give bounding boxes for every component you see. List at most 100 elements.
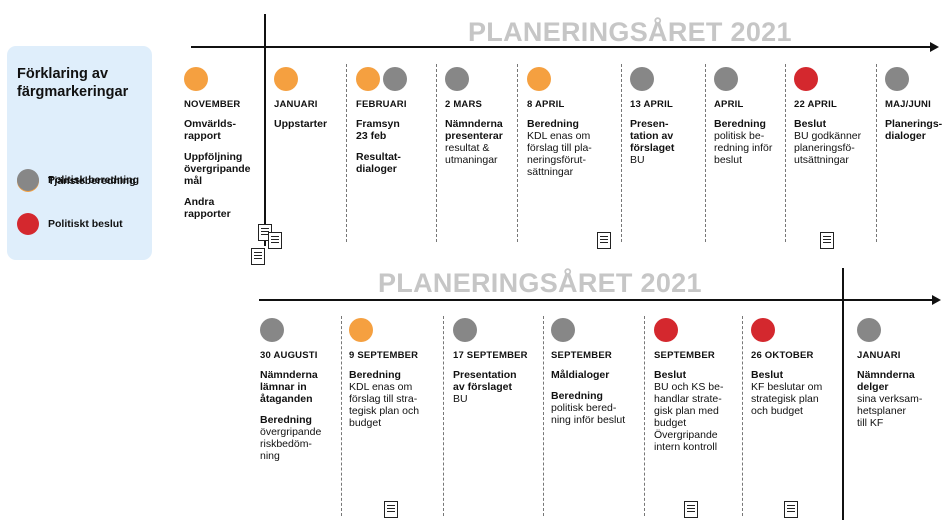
column-separator <box>346 64 347 242</box>
status-dot-tjanste <box>349 318 373 342</box>
status-dot-tjanste <box>356 67 380 91</box>
event-heading: Nämnderna delger <box>857 369 915 393</box>
event-block: Andra rapporter <box>184 196 251 220</box>
status-dots <box>274 67 327 92</box>
status-dot-tjanste <box>527 67 551 91</box>
top-year-divider <box>264 14 266 246</box>
status-dot-beslut <box>751 318 775 342</box>
column-date: 17 SEPTEMBER <box>453 350 528 361</box>
column-date: APRIL <box>714 99 744 110</box>
bottom-timeline-title: PLANERINGSÅRET 2021 <box>378 268 702 298</box>
column-separator <box>443 316 444 516</box>
event-heading: Presentation av förslaget <box>453 369 517 393</box>
document-icon <box>268 232 282 249</box>
event-block: Nämnderna lämnar in åtaganden <box>260 369 321 405</box>
event-heading: Beredning <box>551 390 603 402</box>
document-icon <box>684 501 698 518</box>
event-heading: Beslut <box>794 118 827 130</box>
status-dot-beslut <box>794 67 818 91</box>
status-dots <box>356 67 407 92</box>
event-heading: Beslut <box>751 369 784 381</box>
status-dot-politisk <box>383 67 407 91</box>
column-date: 30 AUGUSTI <box>260 350 318 361</box>
status-dots <box>654 318 723 343</box>
status-dots <box>445 67 503 92</box>
status-dots <box>794 67 861 92</box>
event-heading: Måldialoger <box>551 369 610 381</box>
document-icon <box>384 501 398 518</box>
status-dots <box>714 67 772 92</box>
status-dot-tjanste <box>274 67 298 91</box>
event-block: Uppstarter <box>274 118 327 130</box>
status-dots <box>184 67 251 92</box>
document-icon <box>820 232 834 249</box>
column-date: SEPTEMBER <box>551 350 612 361</box>
column-separator <box>436 64 437 242</box>
event-description: BU <box>453 393 468 405</box>
legend-item-politisk: Politisk beredning <box>17 169 143 191</box>
event-block: Omvärlds- rapport <box>184 118 251 142</box>
event-heading: Beredning <box>714 118 766 130</box>
status-dot-politisk <box>857 318 881 342</box>
status-dot-politisk <box>885 67 909 91</box>
event-description: BU <box>630 154 645 166</box>
document-icon <box>597 232 611 249</box>
column-date: 26 OKTOBER <box>751 350 814 361</box>
column-date: 13 APRIL <box>630 99 673 110</box>
event-heading: Beredning <box>349 369 401 381</box>
column-date: SEPTEMBER <box>654 350 715 361</box>
event-description: resultat & utmaningar <box>445 142 498 166</box>
status-dot-politisk <box>445 67 469 91</box>
column-separator <box>742 316 743 516</box>
column-separator <box>517 64 518 242</box>
event-heading: Nämnderna lämnar in åtaganden <box>260 369 318 405</box>
event-block: Planerings- dialoger <box>885 118 942 142</box>
bottom-timeline-axis <box>259 299 933 301</box>
status-dots <box>453 318 528 343</box>
event-block: Uppföljning övergripande mål <box>184 151 251 187</box>
column-separator <box>543 316 544 516</box>
column-separator <box>876 64 877 242</box>
column-date: MAJ/JUNI <box>885 99 931 110</box>
status-dot-beslut <box>654 318 678 342</box>
status-dot-politisk <box>714 67 738 91</box>
status-dots <box>885 67 942 92</box>
event-description: KF beslutar om strategisk plan och budge… <box>751 381 823 417</box>
column-date: FEBRUARI <box>356 99 407 110</box>
status-dots <box>527 67 592 92</box>
event-heading: Andra rapporter <box>184 196 231 220</box>
event-block: Framsyn 23 feb <box>356 118 407 142</box>
event-block: Resultat- dialoger <box>356 151 407 175</box>
column-separator <box>785 64 786 242</box>
event-heading: Beredning <box>527 118 579 130</box>
top-timeline-column: MAJ/JUNI Planerings- dialoger <box>885 67 942 142</box>
top-timeline-axis <box>191 46 931 48</box>
column-date: JANUARI <box>857 350 901 361</box>
legend-label: Tjänsteberedning <box>48 175 136 187</box>
status-dots <box>630 67 674 92</box>
column-separator <box>705 64 706 242</box>
column-separator <box>341 316 342 516</box>
column-date: 2 MARS <box>445 99 483 110</box>
column-separator <box>644 316 645 516</box>
event-description: KDL enas om förslag till pla- neringsför… <box>527 130 592 178</box>
